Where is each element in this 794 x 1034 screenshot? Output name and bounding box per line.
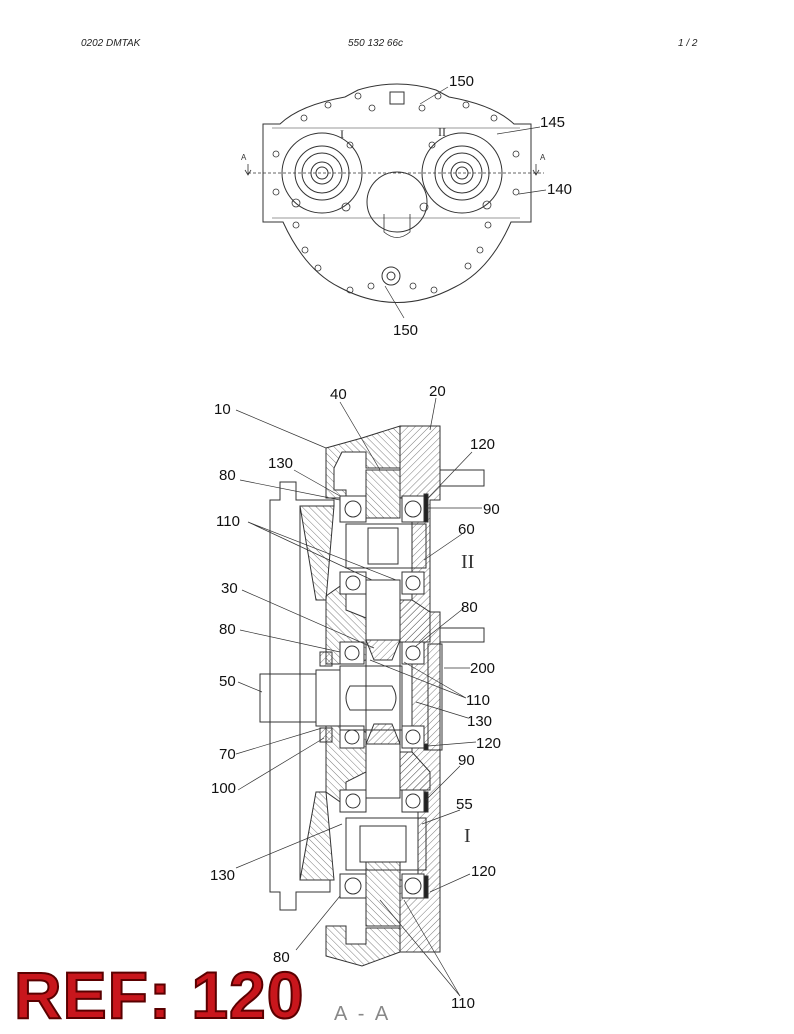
top-label-150-upper: 150 (449, 73, 474, 90)
reference-stamp: REF: 120 (13, 958, 305, 1032)
section-shaft-mark-II: II (461, 551, 474, 573)
label-55: 55 (456, 796, 473, 813)
label-20: 20 (429, 383, 446, 400)
header-drawing-number: 550 132 66c (348, 38, 404, 49)
top-section-mark-left: A (241, 153, 247, 162)
label-70: 70 (219, 746, 236, 763)
top-shaft-mark-II: II (438, 125, 446, 139)
label-100: 100 (211, 780, 236, 797)
section-view (259, 425, 485, 967)
label-30: 30 (221, 580, 238, 597)
header-page-number: 1 / 2 (678, 38, 698, 49)
label-110-lower: 110 (451, 995, 475, 1012)
label-80-lower: 80 (273, 949, 290, 966)
label-120-upper: 120 (470, 436, 495, 453)
top-view (244, 83, 547, 319)
header-document-code: 0202 DMTAK (81, 38, 141, 49)
label-80-upper: 80 (219, 467, 236, 484)
label-40: 40 (330, 386, 347, 403)
label-10: 10 (214, 401, 231, 418)
label-90-upper: 90 (483, 501, 500, 518)
label-130-lower: 130 (210, 867, 235, 884)
top-shaft-mark-I: I (340, 127, 344, 141)
top-label-145: 145 (540, 114, 565, 131)
shaft-55 (345, 817, 427, 871)
gear-40 (365, 469, 401, 519)
label-120-mid: 120 (476, 735, 501, 752)
top-label-140: 140 (547, 181, 572, 198)
leader-lines (235, 397, 482, 997)
top-label-150-lower: 150 (393, 322, 418, 339)
top-section-mark-right: A (540, 153, 546, 162)
label-50: 50 (219, 673, 236, 690)
bearings-80 (339, 495, 425, 899)
label-130-mid: 130 (467, 713, 492, 730)
section-caption: A - A (334, 1003, 391, 1025)
label-90-lower: 90 (458, 752, 475, 769)
section-shaft-mark-I: I (464, 825, 471, 847)
label-80-mid-right: 80 (461, 599, 478, 616)
label-80-mid-left: 80 (219, 621, 236, 638)
input-shaft-50 (259, 673, 317, 723)
label-110-upper: 110 (216, 513, 240, 530)
shaft-60 (345, 523, 427, 569)
label-120-lower: 120 (471, 863, 496, 880)
label-130-upper: 130 (268, 455, 293, 472)
label-60: 60 (458, 521, 475, 538)
cap-200 (427, 643, 443, 751)
label-200: 200 (470, 660, 495, 677)
housing-outline (262, 83, 532, 303)
label-110-mid: 110 (466, 692, 490, 709)
